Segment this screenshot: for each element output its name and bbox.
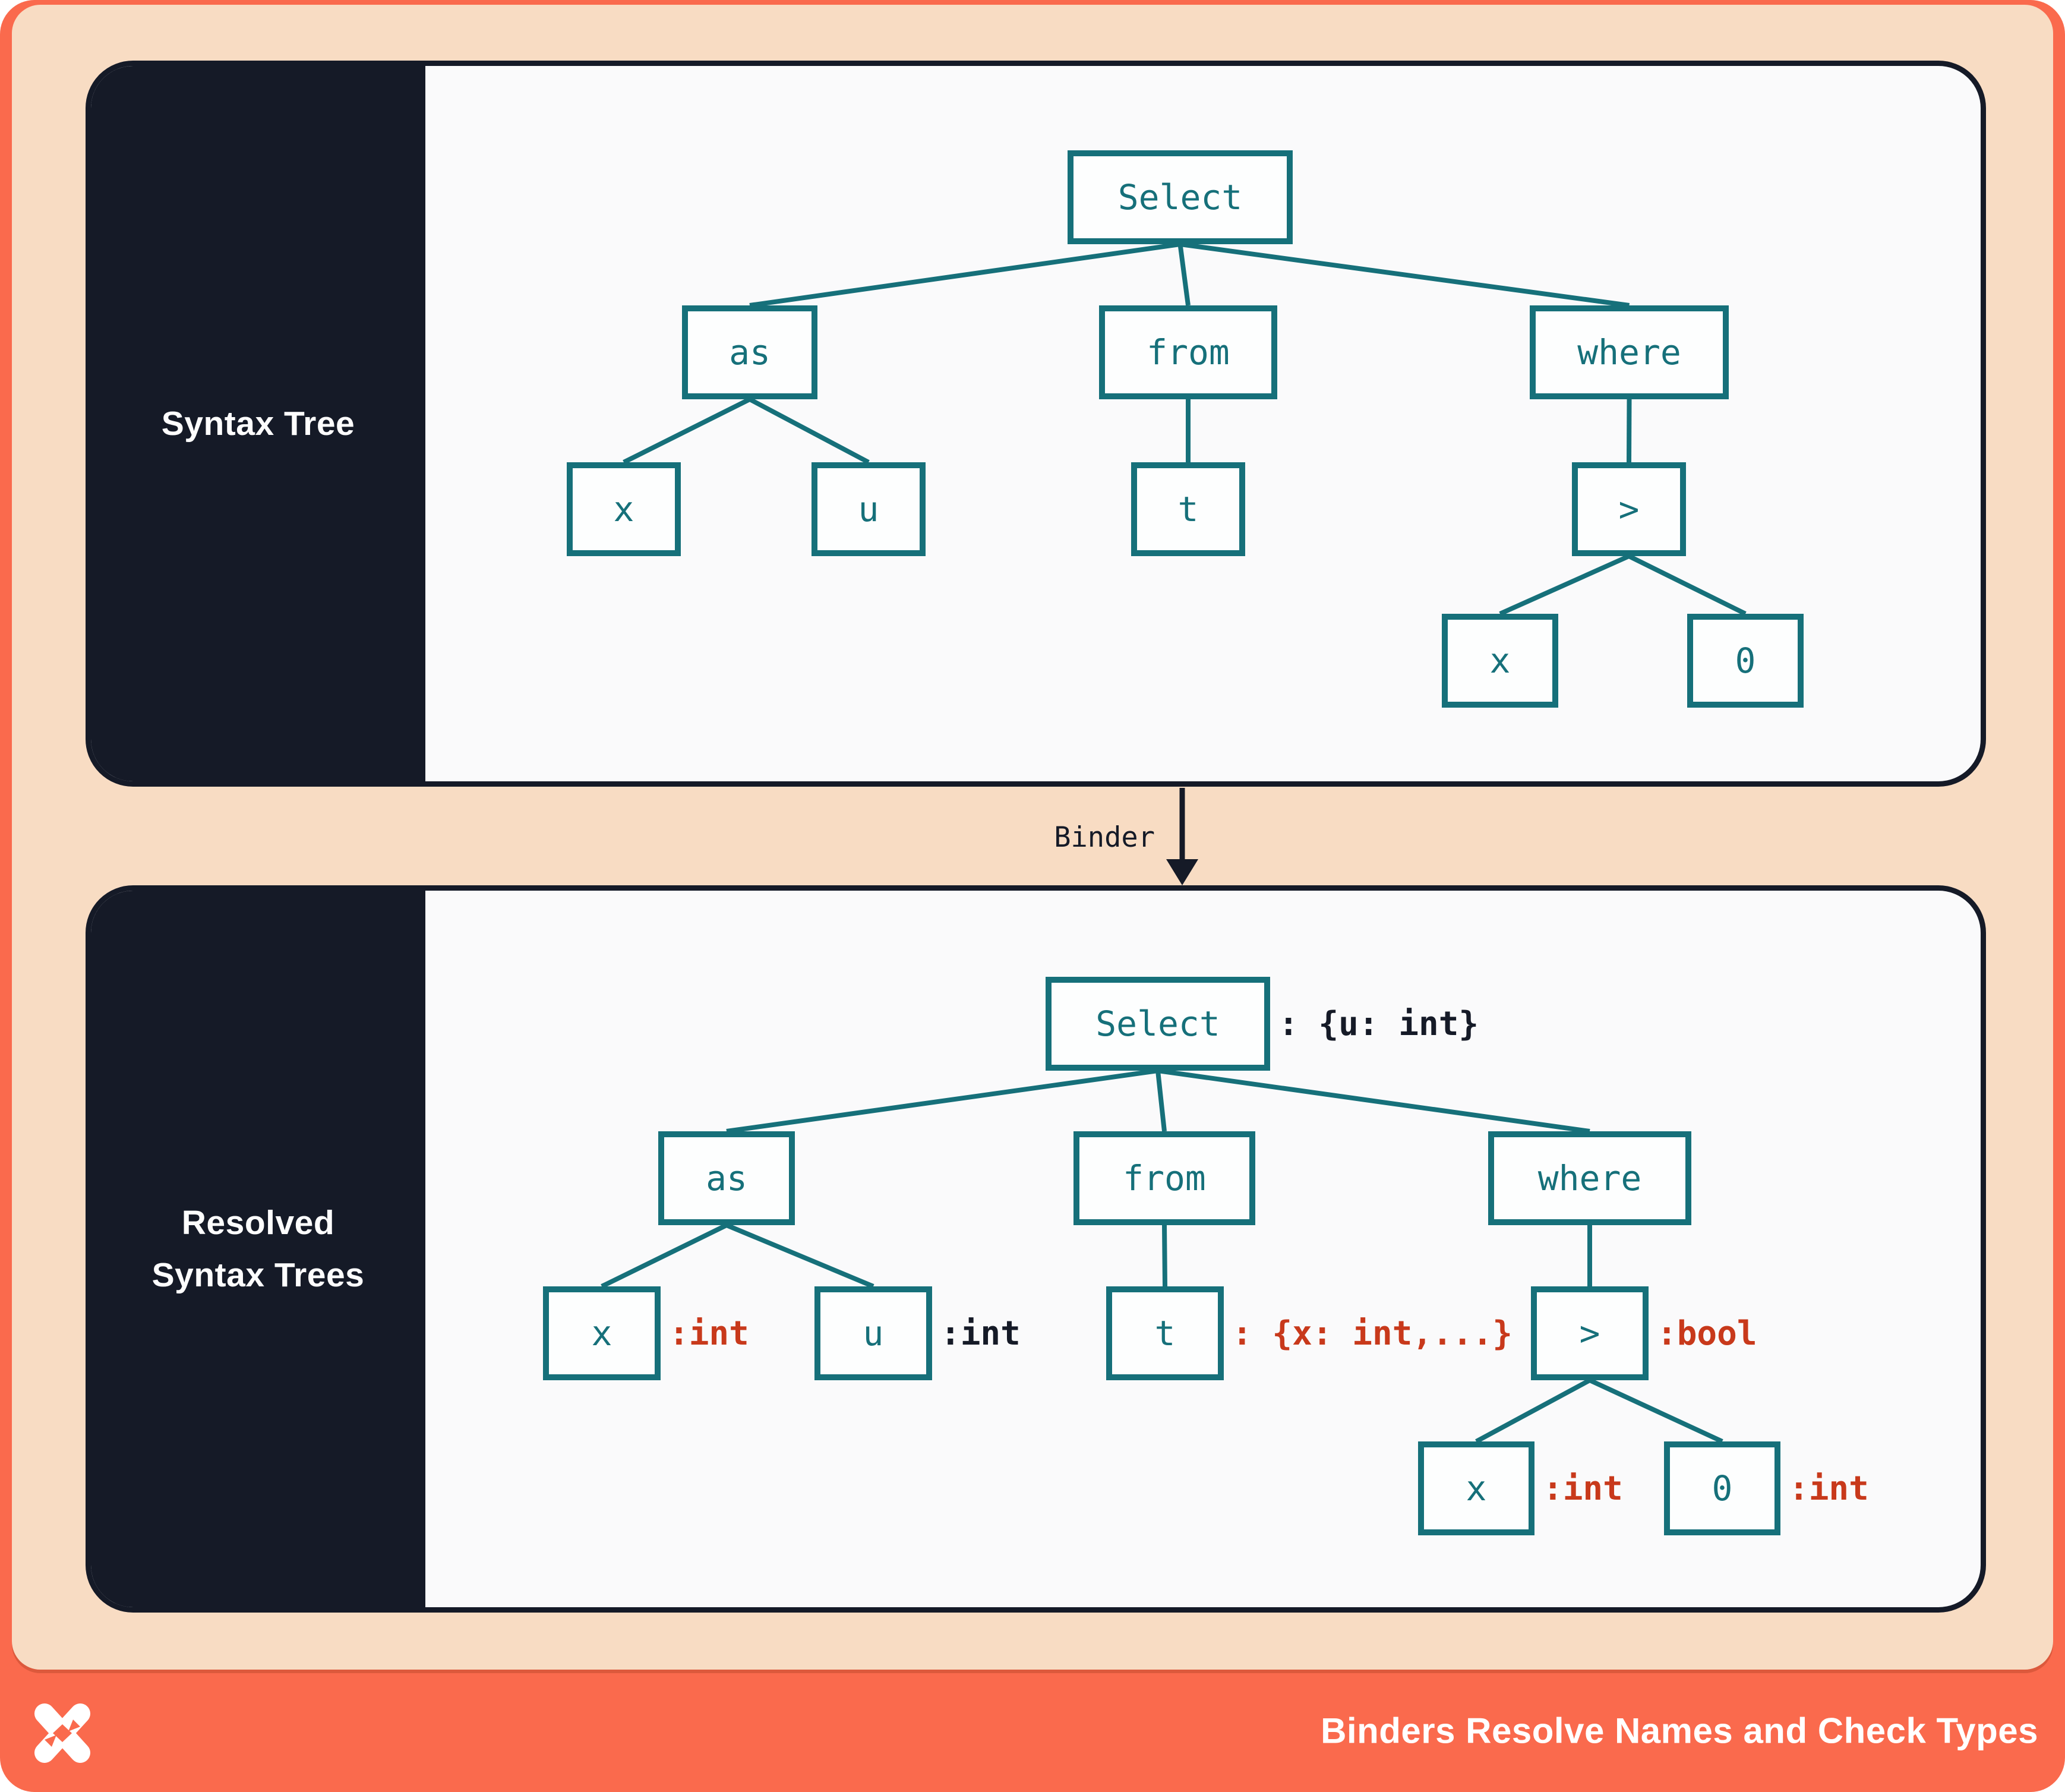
tree-node-resolved-syntax-tree-as: as [658,1131,795,1225]
tree-node-resolved-syntax-tree-where: where [1488,1131,1691,1225]
tree-node-syntax-tree-as: as [682,305,817,399]
type-annotation-resolved-syntax-tree-gt: :bool [1657,1314,1757,1353]
binder-arrow-label: Binder [1054,821,1155,854]
type-annotation-resolved-syntax-tree-zero: :int [1789,1469,1869,1508]
x-mark-logo [34,1703,90,1763]
tree-node-syntax-tree-t: t [1131,462,1245,556]
tree-node-resolved-syntax-tree-select: Select [1046,977,1270,1071]
footer-bar: Binders Resolve Names and Check Types [0,1670,2065,1792]
type-annotation-resolved-syntax-tree-t: : {x: int,...} [1232,1314,1513,1353]
type-annotation-resolved-syntax-tree-x1: :int [669,1314,749,1353]
tree-node-resolved-syntax-tree-u: u [814,1286,932,1380]
sidebar-syntax-tree: Syntax Tree [91,66,425,781]
tree-node-resolved-syntax-tree-x2: x [1418,1441,1534,1535]
tree-node-syntax-tree-zero: 0 [1687,614,1804,708]
tree-node-syntax-tree-u: u [812,462,926,556]
sidebar-label-line: Syntax Trees [151,1256,365,1294]
tree-node-resolved-syntax-tree-zero: 0 [1664,1441,1780,1535]
tree-node-syntax-tree-x1: x [567,462,681,556]
footer-title: Binders Resolve Names and Check Types [1321,1711,2038,1751]
tree-node-syntax-tree-gt: > [1572,462,1686,556]
tree-node-syntax-tree-select: Select [1068,150,1293,244]
type-annotation-resolved-syntax-tree-u: :int [940,1314,1021,1353]
sidebar-label-syntax-tree: Syntax Tree [162,397,355,450]
tree-node-resolved-syntax-tree-t: t [1106,1286,1224,1380]
type-annotation-resolved-syntax-tree-x2: :int [1543,1469,1623,1508]
tree-node-resolved-syntax-tree-x1: x [543,1286,661,1380]
tree-node-resolved-syntax-tree-gt: > [1531,1286,1649,1380]
sidebar-resolved-syntax-trees: Resolved Syntax Trees [91,891,425,1607]
tree-node-resolved-syntax-tree-from: from [1073,1131,1255,1225]
sidebar-label-line: Resolved [181,1204,335,1242]
type-annotation-resolved-syntax-tree-select: : {u: int} [1278,1004,1479,1043]
sidebar-label-resolved: Resolved Syntax Trees [152,1197,365,1301]
tree-node-syntax-tree-where: where [1530,305,1729,399]
tree-node-syntax-tree-from: from [1099,305,1277,399]
sidebar-label-line: Syntax Tree [161,405,355,443]
panel-syntax-tree: Syntax Tree [86,61,1986,787]
tree-node-syntax-tree-x2: x [1442,614,1558,708]
